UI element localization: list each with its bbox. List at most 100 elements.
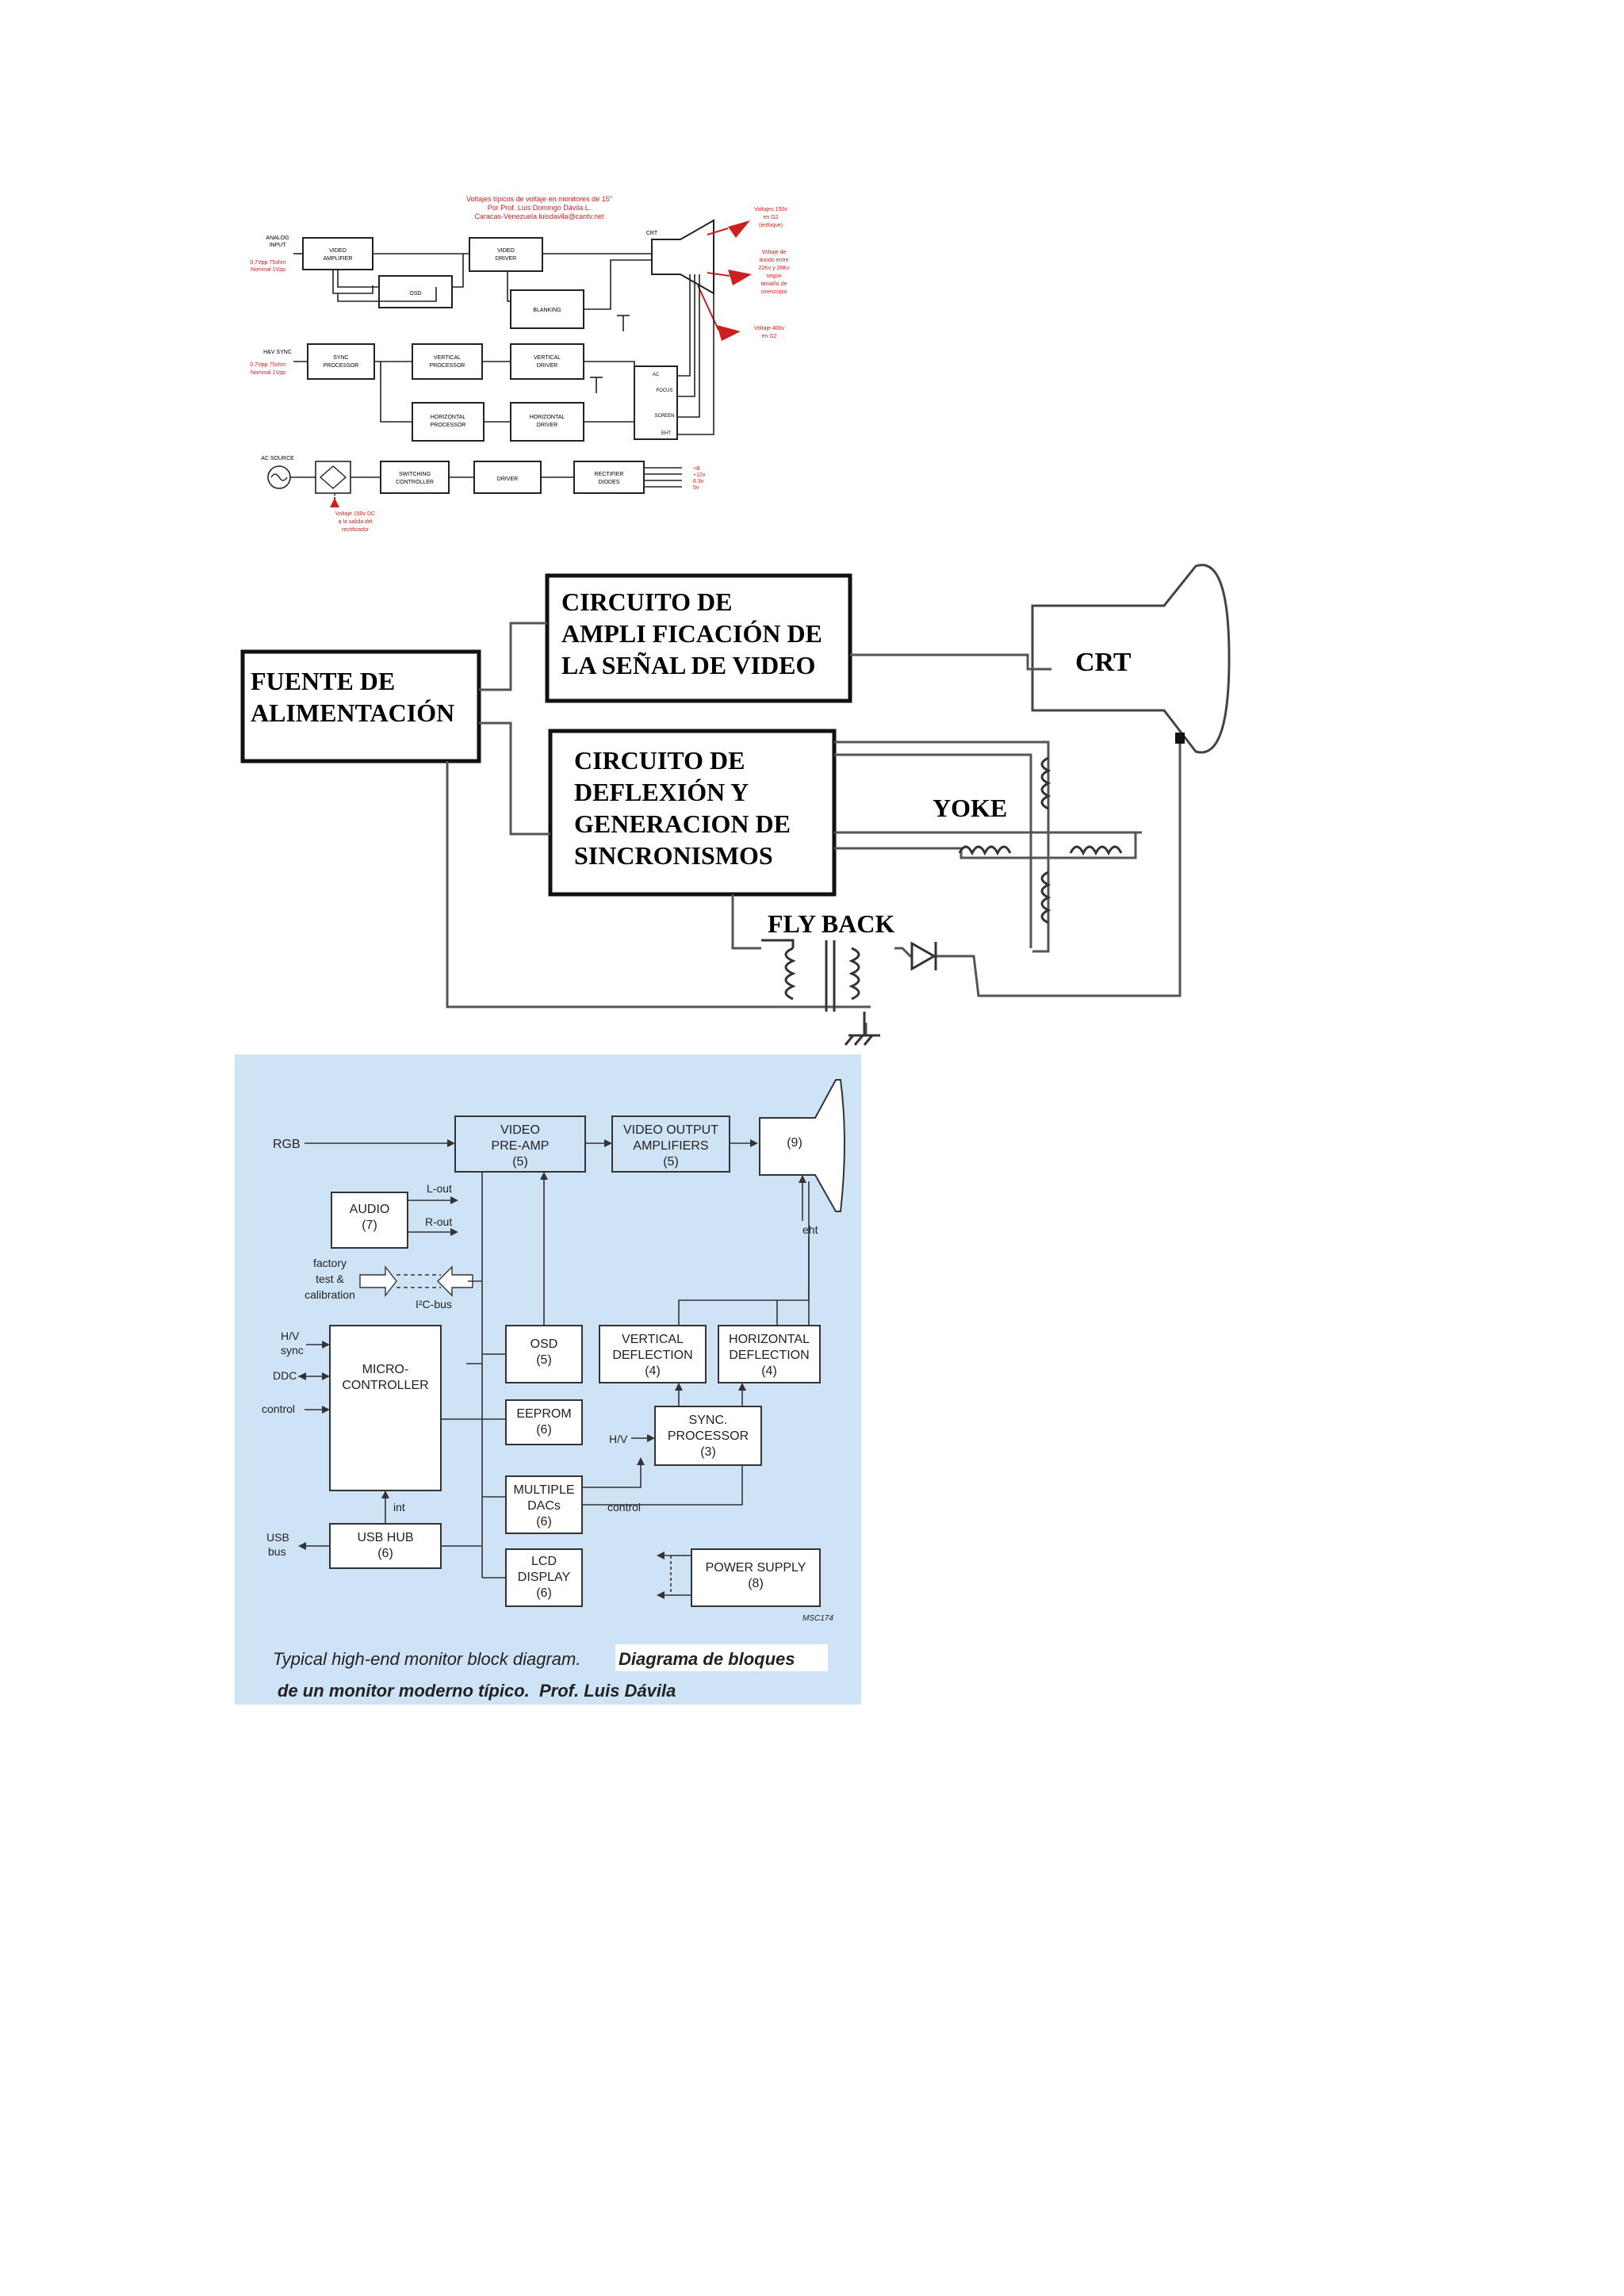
d3-crt-shape [759, 1079, 845, 1212]
d3-int-arrow [381, 1490, 389, 1498]
d1-sync-proc-1: SYNC [333, 355, 348, 361]
d1-analog-4: Nominal 1Vpp [251, 267, 285, 273]
d1-rectifier-1: RECTIFIER [595, 472, 624, 477]
d3-eeprom-box [505, 1399, 583, 1445]
d3-lcd-2: DISPLAY [518, 1571, 571, 1584]
d3-power-box [691, 1548, 821, 1607]
d3-ddc-arrow-right [322, 1372, 330, 1380]
d2-wires [446, 622, 1182, 1037]
d3-hv-arrow [322, 1341, 330, 1349]
d3-hv-wire-arrow [647, 1434, 655, 1442]
d3-int: int [393, 1501, 405, 1513]
d3-preamp-2: PRE-AMP [492, 1139, 550, 1153]
d2-fuente-1: FUENTE DE [251, 667, 395, 695]
d3-lout-arrow [450, 1196, 458, 1204]
d1-sync-1: H&V SYNC [263, 350, 292, 355]
d1-ac-sine [270, 473, 288, 481]
d3-hv: H/V [609, 1433, 628, 1445]
d2-crt-label: CRT [1075, 648, 1132, 677]
d3-eht-arrow [799, 1175, 806, 1183]
d3-power-arrow-2 [657, 1591, 665, 1599]
d3-lcd-1: LCD [531, 1555, 557, 1568]
d1-fbt-1: AC [653, 373, 660, 377]
d1-analog-1: ANALOG [266, 235, 289, 241]
d3-usbhub-box [329, 1523, 442, 1569]
d1-horiz-proc-1: HORIZONTAL [431, 415, 466, 420]
d3-vdefl-1: VERTICAL [622, 1333, 684, 1346]
d3-caption-2b: Prof. Luis Dávila [539, 1681, 676, 1701]
d3-code: MSC174 [802, 1614, 833, 1623]
d3-sync-box [654, 1406, 762, 1466]
d3-eht: eht [802, 1223, 818, 1236]
d3-audio-1: AUDIO [350, 1203, 390, 1216]
d2-crt-pin [1175, 733, 1185, 744]
d1-fbt-box [634, 365, 678, 440]
d3-caption-highlight [615, 1644, 828, 1671]
d3-ddc-arrow-left [298, 1372, 306, 1380]
d3-lout: L-out [427, 1182, 452, 1195]
d3-sync-arrow-1 [675, 1383, 683, 1391]
d1-blanking-label: BLANKING [533, 308, 561, 313]
d1-horiz-driver-box [510, 402, 584, 442]
d1-driver-box [473, 461, 542, 494]
d1-vert-proc-2: PROCESSOR [430, 363, 465, 369]
d3-osd-box [505, 1325, 583, 1383]
d3-usbbus-2: bus [268, 1545, 286, 1558]
d1-driver-label: DRIVER [497, 476, 518, 482]
d3-factory-1: factory [313, 1257, 347, 1269]
d3-dacs-3: (6) [536, 1515, 552, 1529]
d1-ann2-6: cinescopio [760, 289, 787, 295]
d1-wires [293, 253, 714, 435]
d3-factory-3: calibration [304, 1288, 355, 1301]
diagram-voltages: Voltajes típicos de voltaje en monitores… [250, 195, 790, 533]
d3-vdefl-2: DEFLECTION [612, 1349, 692, 1362]
d1-horiz-driver-2: DRIVER [537, 423, 557, 428]
d2-ground-icon [844, 1012, 880, 1046]
d3-sync-up-wires [678, 1389, 743, 1406]
d3-usbbus-1: USB [266, 1531, 289, 1544]
d3-lcd-3: (6) [536, 1586, 552, 1600]
d3-vout-2: AMPLIFIERS [633, 1139, 708, 1153]
d3-caption-2a: de un monitor moderno típico. [278, 1681, 530, 1701]
diagram-crt-blocks: FUENTE DE ALIMENTACIÓN CIRCUITO DE AMPLI… [240, 564, 1231, 1046]
d1-out-2: +12v [693, 473, 706, 478]
d3-control-arrow [322, 1406, 330, 1414]
d1-horiz-proc-box [412, 402, 485, 442]
d3-control-in: control [262, 1402, 295, 1415]
d1-analog-3: 0.7Vpp 75ohm [250, 260, 286, 266]
d3-lcd-box [505, 1548, 583, 1607]
d3-rout: R-out [425, 1215, 452, 1228]
d2-defl-box [548, 729, 837, 897]
d2-amp-1: CIRCUITO DE [561, 587, 732, 616]
diagram-high-end-monitor: RGB VIDEO PRE-AMP (5) VIDEO OUTPUT AMPLI… [235, 1054, 861, 1705]
d3-bus-dashed [396, 1274, 441, 1288]
d1-red-arrow-4 [330, 498, 339, 507]
d2-amp-2: AMPLI FICACIÓN DE [561, 619, 822, 648]
d2-defl-1: CIRCUITO DE [574, 746, 745, 775]
d1-sync-proc-box [307, 343, 375, 380]
d3-audio-2: (7) [362, 1219, 377, 1232]
d1-blanking-box [510, 289, 584, 329]
d3-hdefl-3: (4) [761, 1364, 777, 1378]
d3-i2c: I²C-bus [416, 1298, 452, 1311]
d1-ann4-3: rectificador [342, 527, 370, 533]
d3-vdefl-box [599, 1325, 707, 1383]
d3-rgb: RGB [273, 1138, 301, 1151]
d1-bridge-diamond [319, 465, 347, 489]
d3-caption-1a: Typical high-end monitor block diagram. [273, 1649, 580, 1669]
d3-vout-3: (5) [663, 1155, 679, 1169]
d1-red-line-2 [707, 272, 730, 277]
d2-diode-icon [910, 941, 937, 971]
d1-sync-proc-2: PROCESSOR [324, 363, 359, 369]
d1-ann1-3: (enfoque) [759, 223, 783, 228]
d3-power-2: (8) [748, 1577, 764, 1590]
d1-ann2-1: Voltaje de [762, 250, 787, 255]
d1-red-arrow-2 [728, 270, 752, 285]
d1-red-line-3 [697, 285, 719, 331]
d2-crt-shape [1031, 564, 1231, 754]
d3-bus-double-arrow-icon [437, 1265, 473, 1297]
d1-osd-label: OSD [409, 291, 421, 297]
d1-video-amp-1: VIDEO [329, 248, 347, 254]
d1-crt-shape [651, 219, 714, 295]
